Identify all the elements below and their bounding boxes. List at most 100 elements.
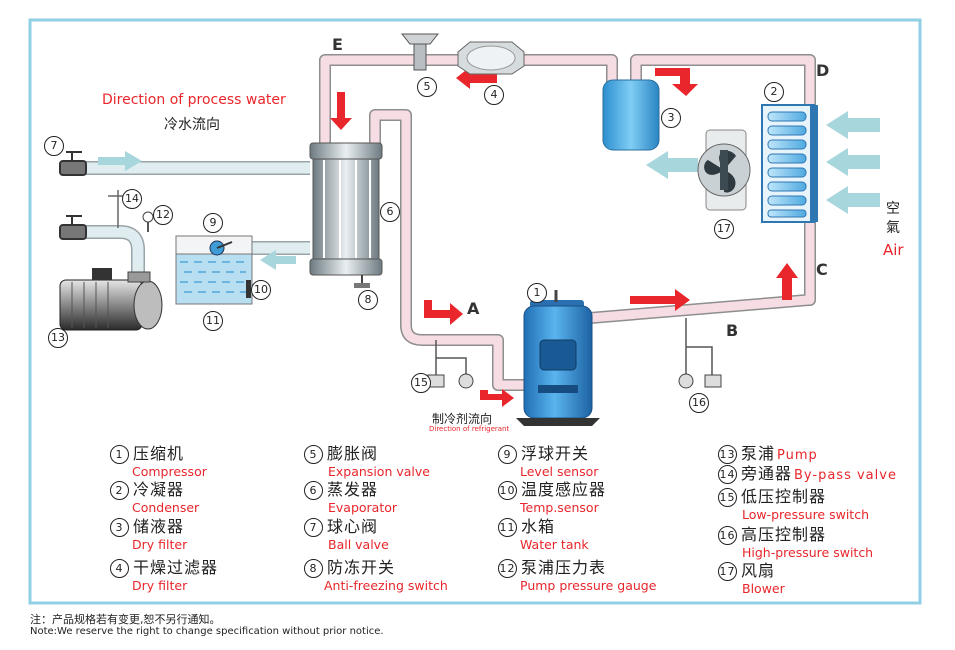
legend-en: Water tank xyxy=(520,537,589,552)
callout-1: 1 xyxy=(527,283,547,303)
frame-border xyxy=(28,18,922,605)
pump-motor xyxy=(59,268,163,331)
evaporator xyxy=(309,142,383,276)
receiver-tank xyxy=(602,79,660,151)
dry-filter xyxy=(457,41,525,75)
legend-num: 9 xyxy=(498,445,517,464)
legend-en: Expansion valve xyxy=(328,464,430,479)
compressor xyxy=(516,290,600,426)
footnote-zh: 注：产品规格若有变更,恕不另行通知。 xyxy=(30,613,221,626)
legend-zh: 泵浦压力表 xyxy=(521,558,607,577)
legend-en: Temp.sensor xyxy=(520,500,599,515)
low-pressure-switch xyxy=(435,340,467,375)
callout-8: 8 xyxy=(358,290,378,310)
legend-en: Compressor xyxy=(132,464,207,479)
legend-num: 11 xyxy=(498,518,517,537)
callout-2: 2 xyxy=(764,82,784,102)
legend-en: Condenser xyxy=(132,500,200,515)
legend-zh: 压缩机 xyxy=(133,444,185,463)
legend-en: Blower xyxy=(742,581,785,596)
legend-en: High-pressure switch xyxy=(742,545,874,560)
ball-valves xyxy=(59,151,87,240)
legend-zh: 浮球开关 xyxy=(521,444,590,463)
legend-num: 4 xyxy=(110,559,129,578)
legend-en: Evaporator xyxy=(328,500,398,515)
air-arrows xyxy=(646,111,880,214)
callout-7: 7 xyxy=(44,136,64,156)
callout-6: 6 xyxy=(380,202,400,222)
legend-zh: 球心阀 xyxy=(327,517,379,536)
legend-en: Pump xyxy=(777,448,818,463)
pump-pressure-gauge xyxy=(142,211,154,232)
air-label-zh-1: 空 xyxy=(886,201,900,217)
refrigerant-pipe xyxy=(319,54,816,391)
legend-zh: 防冻开关 xyxy=(327,558,396,577)
point-b: B xyxy=(726,321,739,340)
legend-num: 3 xyxy=(110,518,129,537)
legend-num: 5 xyxy=(304,445,323,464)
legend-num: 14 xyxy=(718,465,737,484)
legend-zh: 水箱 xyxy=(521,517,556,536)
footnote-en: Note:We reserve the right to change spec… xyxy=(30,626,384,637)
callout-12: 12 xyxy=(153,205,173,225)
legend-en: Pump pressure gauge xyxy=(520,578,657,593)
callout-17: 17 xyxy=(714,219,734,239)
legend-en: Dry filter xyxy=(132,537,188,552)
legend-zh: 储液器 xyxy=(133,517,185,536)
point-d: D xyxy=(816,61,830,80)
point-a: A xyxy=(467,299,480,318)
legend-zh: 蒸发器 xyxy=(327,480,379,499)
legend-num: 1 xyxy=(110,445,129,464)
callout-15: 15 xyxy=(411,373,431,393)
legend-en: Dry filter xyxy=(132,578,188,593)
legend-zh: 高压控制器 xyxy=(741,525,827,544)
legend-en: Anti-freezing switch xyxy=(324,578,448,593)
blower-fan xyxy=(697,129,751,211)
point-e: E xyxy=(332,35,343,54)
high-pressure-switch xyxy=(685,318,713,375)
legend-num: 6 xyxy=(304,481,323,500)
callout-14: 14 xyxy=(122,189,142,209)
legend-zh: 膨胀阀 xyxy=(327,444,379,463)
condenser xyxy=(761,104,818,223)
legend-zh: 泵浦 xyxy=(741,444,776,463)
water-tank xyxy=(175,235,253,305)
legend-en: Level sensor xyxy=(520,464,599,479)
legend-en: Ball valve xyxy=(328,537,389,552)
callout-11: 11 xyxy=(203,311,223,331)
callout-4: 4 xyxy=(484,85,504,105)
anti-freezing-switch xyxy=(354,275,370,288)
refrigerant-direction-zh: 制冷剂流向 xyxy=(432,412,493,426)
water-flow-arrows xyxy=(98,151,296,270)
expansion-valve xyxy=(400,33,440,71)
callout-16: 16 xyxy=(689,393,709,413)
legend-num: 13 xyxy=(718,445,737,464)
legend-num: 7 xyxy=(304,518,323,537)
legend-zh: 旁通器 xyxy=(741,464,793,483)
legend-num: 12 xyxy=(498,559,517,578)
callout-3: 3 xyxy=(661,108,681,128)
legend-num: 2 xyxy=(110,481,129,500)
callout-13: 13 xyxy=(48,328,68,348)
legend-zh: 干燥过滤器 xyxy=(133,558,219,577)
process-water-direction-en: Direction of process water xyxy=(102,92,286,108)
process-water-direction-zh: 冷水流向 xyxy=(164,117,220,133)
legend-zh: 温度感应器 xyxy=(521,480,607,499)
callout-5: 5 xyxy=(417,77,437,97)
legend-zh: 风扇 xyxy=(741,561,776,580)
